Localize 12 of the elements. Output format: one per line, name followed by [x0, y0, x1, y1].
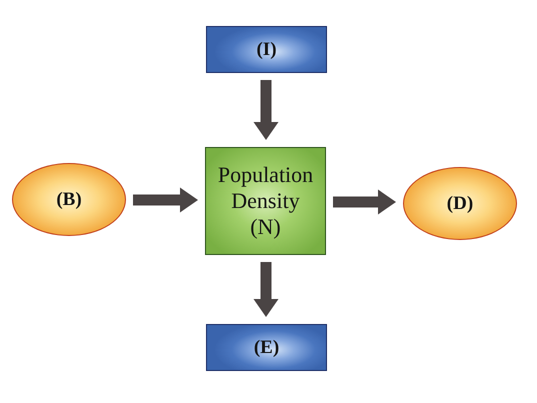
block-arrow — [254, 262, 278, 317]
node-label: (B) — [56, 188, 82, 210]
block-arrow — [254, 80, 278, 140]
node-label: (I) — [256, 38, 277, 60]
process-box — [206, 324, 327, 371]
block-arrow — [133, 188, 198, 212]
node-label: (E) — [254, 336, 280, 358]
process-box — [206, 26, 327, 73]
node-label: (D) — [446, 192, 474, 214]
node-label: Population Density (N) — [216, 162, 314, 240]
block-arrow — [333, 190, 396, 214]
process-box — [205, 147, 326, 255]
